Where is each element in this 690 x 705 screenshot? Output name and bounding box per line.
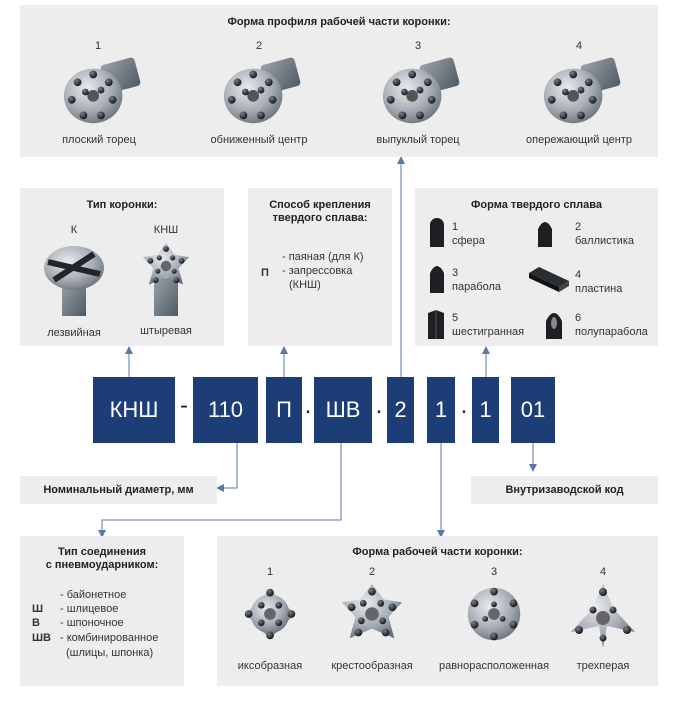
carbide-number: 6: [575, 312, 582, 324]
carbide-label: шестигранная: [452, 326, 525, 338]
code-part-fixing: П: [266, 377, 302, 443]
sphere-insert-icon: [430, 218, 444, 247]
connection-line: - шпоночное: [60, 617, 124, 629]
connection-type-panel: Тип соединения с пневмоударником: - байо…: [20, 536, 184, 686]
connection-line: - комбинированное: [60, 632, 159, 644]
code-part-carbide-shape: 1: [472, 377, 499, 443]
code-separator: -: [180, 392, 188, 419]
item-number: 1: [94, 40, 102, 52]
carbide-label: баллистика: [575, 235, 635, 247]
nominal-diameter-text: Номинальный диаметр, мм: [43, 484, 194, 496]
code-separator: .: [460, 392, 468, 419]
carbide-fixing-panel: Способ крепления твердого сплава: П - па…: [248, 188, 392, 346]
crown-type-panel: Тип коронки: К КНШ лезвийная штыревая: [20, 188, 224, 346]
button-bit-image: [142, 242, 190, 316]
work-part-shape-panel: Форма рабочей части коронки: 1 2 3 4 икс…: [217, 536, 658, 686]
carbide-number: 3: [452, 267, 459, 279]
connection-code: ШВ: [32, 632, 51, 644]
carbide-number: 2: [575, 221, 582, 233]
item-label: равнорасположенная: [438, 660, 550, 672]
carbide-label: сфера: [452, 235, 485, 247]
item-number: 2: [368, 566, 376, 578]
connection-code: В: [32, 617, 40, 629]
item-label: выпуклый торец: [376, 134, 460, 146]
panel-title-line2: твердого сплава:: [272, 212, 368, 224]
lowered-center-bit-image: [215, 53, 305, 131]
factory-code-label: Внутризаводской код: [471, 476, 658, 504]
panel-title: Форма рабочей части коронки:: [352, 546, 523, 558]
panel-title-line2: с пневмоударником:: [45, 559, 159, 571]
code-part-work-shape: 1: [427, 377, 455, 443]
hexagonal-insert-icon: [428, 310, 444, 339]
item-label: обниженный центр: [210, 134, 308, 146]
connection-line: (шлицы, шпонка): [66, 647, 154, 659]
code-part-profile: 2: [387, 377, 414, 443]
item-label: опережающий центр: [526, 134, 632, 146]
carbide-shape-panel: Форма твердого сплава 1 сфера 2 баллисти…: [415, 188, 658, 346]
parabola-insert-icon: [430, 266, 444, 293]
item-number: 4: [575, 40, 583, 52]
crown-code: КНШ: [153, 224, 179, 236]
crown-label: штыревая: [140, 325, 192, 337]
factory-code-text: Внутризаводской код: [505, 484, 624, 496]
code-part-crown-type: КНШ: [93, 377, 175, 443]
panel-title: Тип коронки:: [86, 199, 158, 211]
item-label: иксобразная: [237, 660, 303, 672]
cross-shaped-bit-image: [338, 580, 406, 648]
connection-line: - шлицевое: [60, 603, 119, 615]
item-number: 2: [255, 40, 263, 52]
leading-center-bit-image: [535, 53, 625, 131]
item-number: 4: [599, 566, 607, 578]
crown-label: лезвийная: [47, 327, 101, 339]
panel-title: Форма твердого сплава: [471, 199, 602, 211]
three-wing-bit-image: [571, 584, 635, 648]
item-label: трехперая: [576, 660, 630, 672]
panel-title-line1: Способ крепления: [269, 199, 371, 211]
profile-shape-panel: Форма профиля рабочей части коронки: 1 2…: [20, 5, 658, 157]
plate-insert-icon: [529, 267, 569, 292]
item-number: 3: [414, 40, 422, 52]
fixing-line: (КНШ): [289, 279, 321, 291]
code-part-diameter: 110: [193, 377, 258, 443]
item-label: плоский торец: [62, 134, 136, 146]
semi-parabola-insert-icon: [546, 313, 562, 339]
carbide-label: полупарабола: [575, 326, 648, 338]
flat-face-bit-image: [55, 53, 145, 131]
evenly-spaced-bit-image: [467, 587, 521, 641]
fixing-line: - паяная (для К): [282, 251, 364, 263]
fixing-code: П: [261, 267, 269, 279]
code-part-factory: 01: [511, 377, 555, 443]
carbide-label: парабола: [452, 281, 502, 293]
carbide-number: 1: [452, 221, 459, 233]
item-label: крестообразная: [331, 660, 413, 672]
crown-code: К: [70, 224, 78, 236]
carbide-number: 5: [452, 312, 459, 324]
fixing-line: - запрессовка: [282, 265, 353, 277]
code-separator: .: [304, 392, 312, 419]
panel-title-line1: Тип соединения: [57, 546, 147, 558]
panel-title: Форма профиля рабочей части коронки:: [227, 16, 451, 28]
blade-bit-image: [44, 246, 104, 316]
carbide-label: пластина: [575, 283, 623, 295]
item-number: 1: [266, 566, 274, 578]
code-separator: .: [375, 392, 383, 419]
convex-face-bit-image: [374, 53, 464, 131]
code-part-connection: ШВ: [314, 377, 372, 443]
connection-line: - байонетное: [60, 589, 127, 601]
ballistic-insert-icon: [538, 222, 552, 247]
nominal-diameter-label: Номинальный диаметр, мм: [20, 476, 217, 504]
item-number: 3: [490, 566, 498, 578]
x-shaped-bit-image: [244, 588, 296, 640]
connection-code: Ш: [32, 603, 44, 615]
carbide-number: 4: [575, 269, 582, 281]
